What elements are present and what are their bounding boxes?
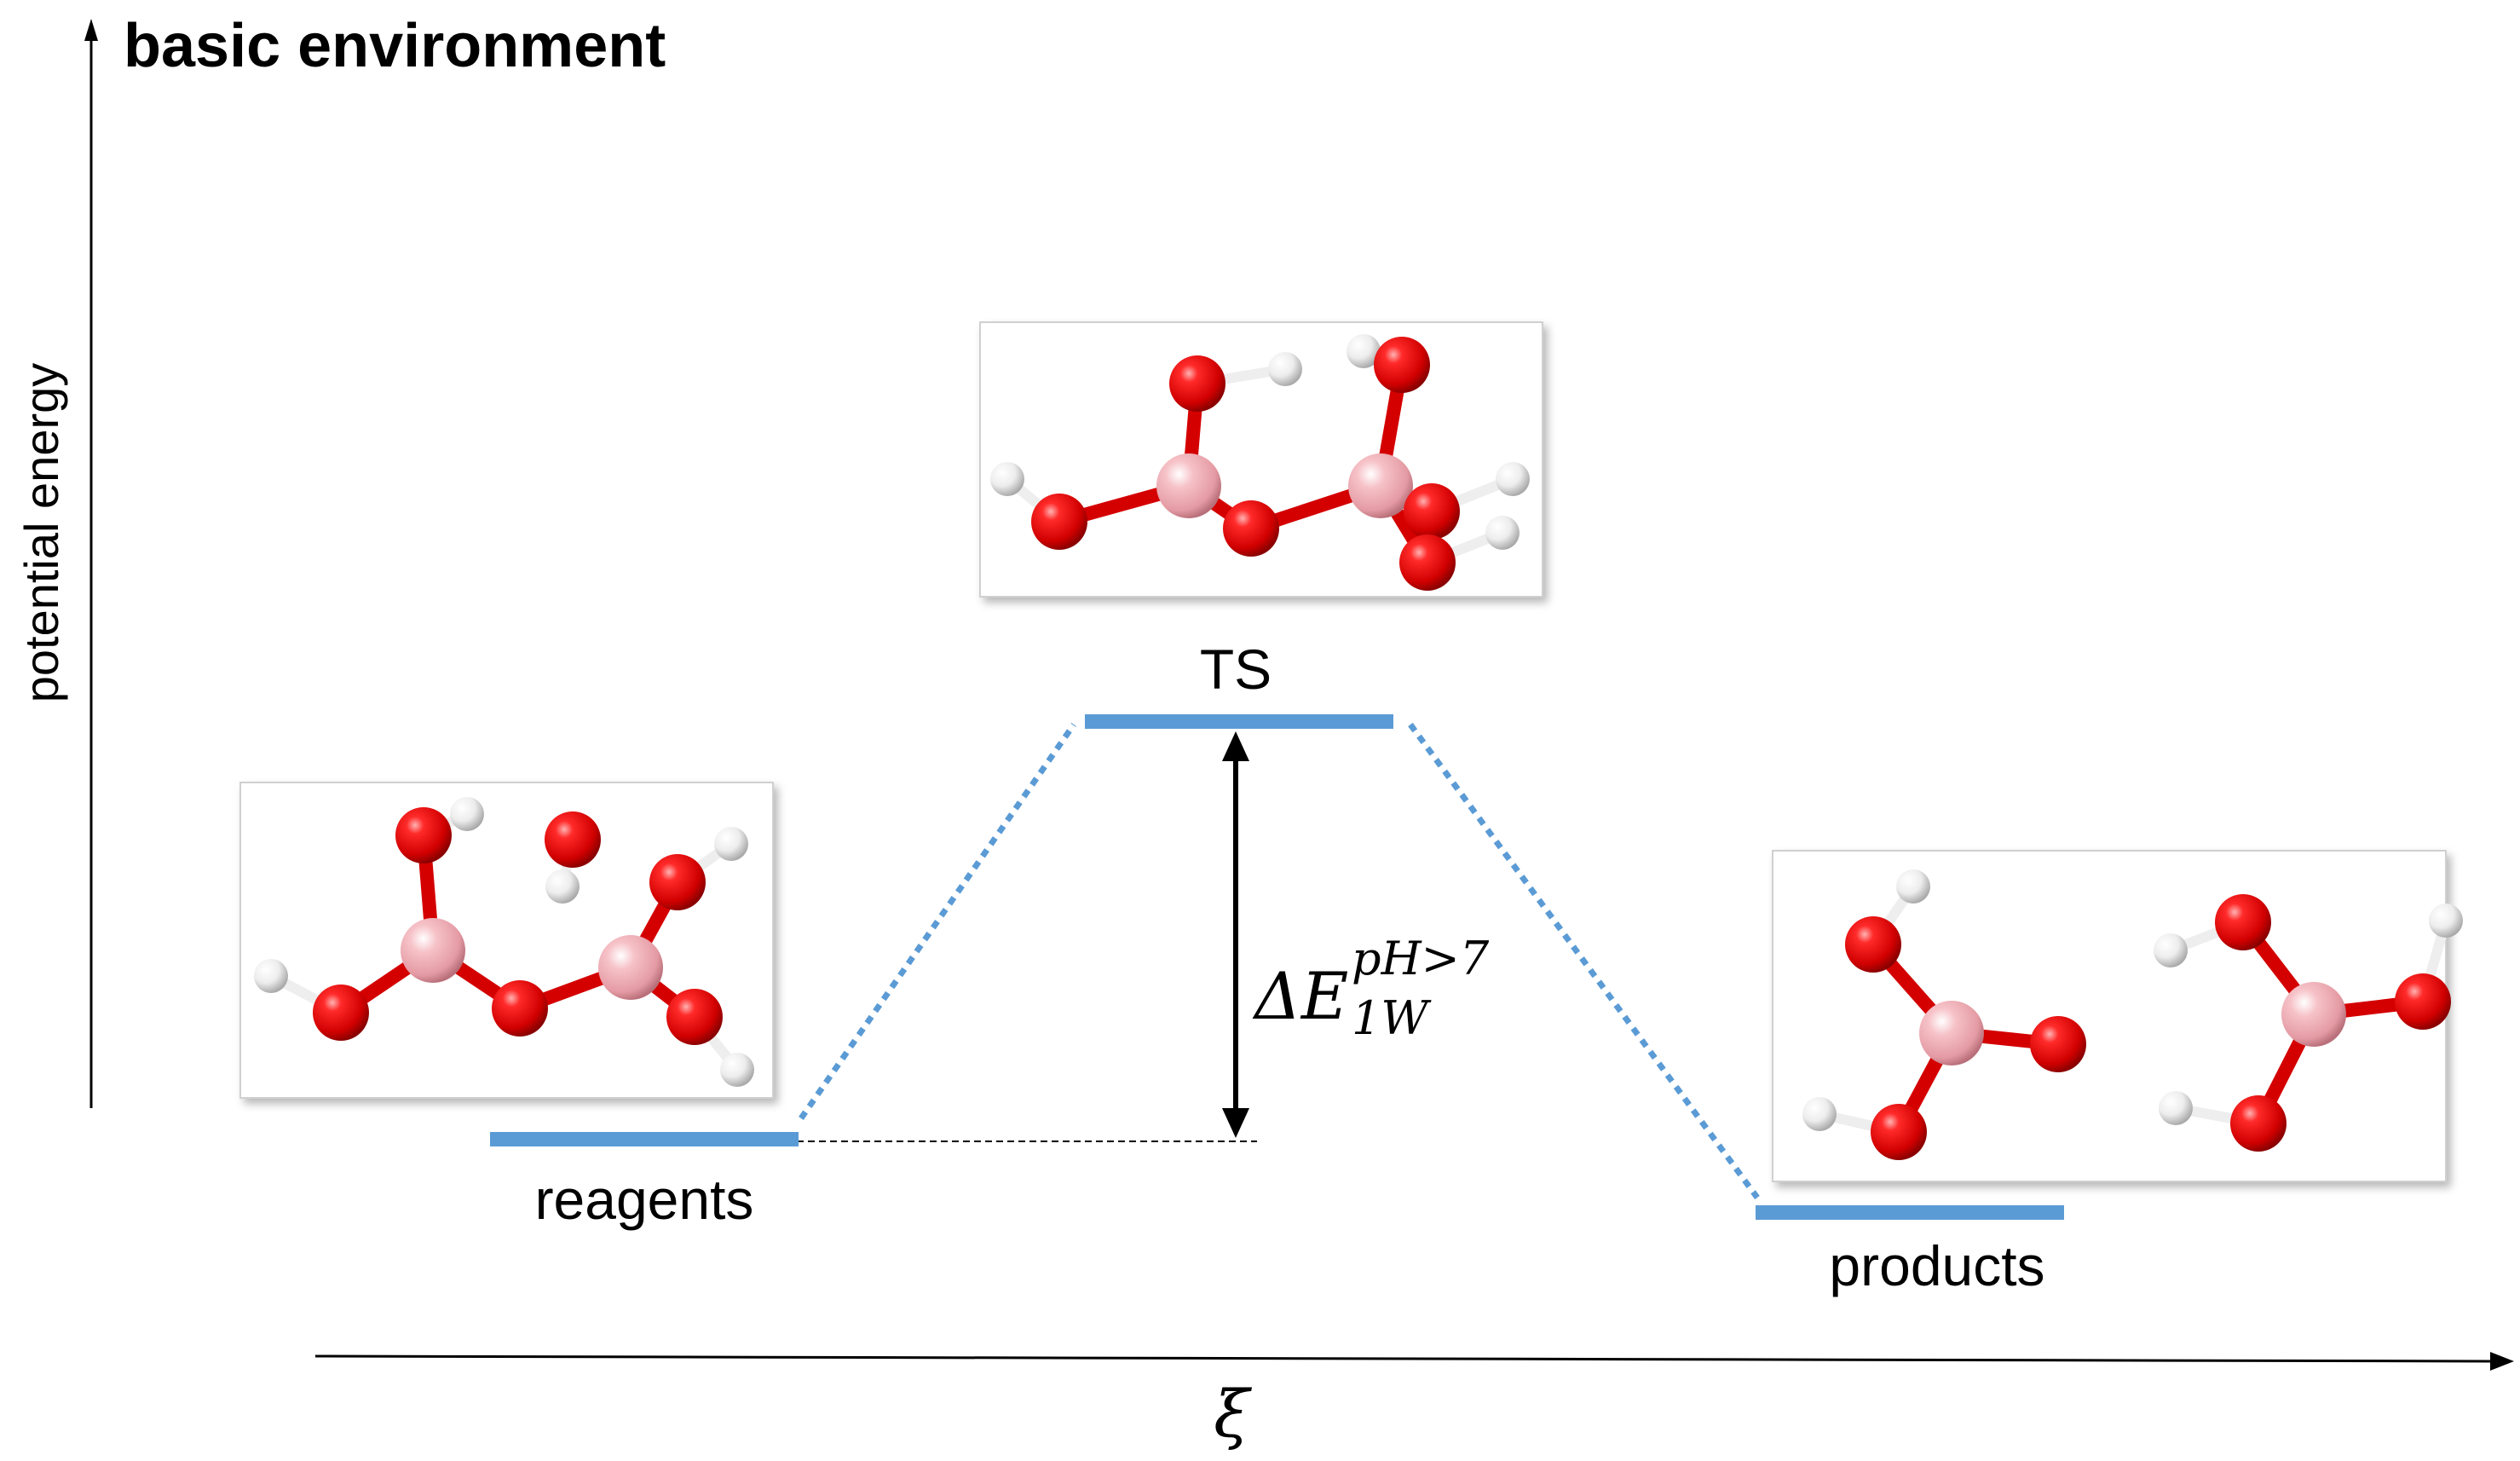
products-molecule-image bbox=[1802, 869, 2463, 1160]
energy-subscript: 1W bbox=[1352, 991, 1432, 1045]
arrow-up-icon bbox=[1222, 731, 1249, 761]
arrow-down-icon bbox=[1222, 1108, 1249, 1138]
reagents-molecule-image bbox=[254, 797, 754, 1087]
energy-difference-label: ΔE pH>7 1W bbox=[1252, 932, 1490, 1045]
x-axis-arrow-icon bbox=[2490, 1352, 2514, 1371]
products-molecule-panel bbox=[1772, 850, 2463, 1182]
diagram-title: basic environment bbox=[124, 12, 666, 80]
energy-delta-symbol: ΔE bbox=[1252, 958, 1348, 1034]
ts-molecule-image bbox=[990, 334, 1530, 591]
y-axis-arrow-icon bbox=[84, 19, 98, 41]
x-axis bbox=[314, 1352, 2514, 1371]
reagents-label: reagents bbox=[535, 1168, 754, 1231]
products-label: products bbox=[1829, 1234, 2044, 1297]
ts-to-products-path bbox=[1408, 722, 1760, 1200]
reagents-molecule-panel bbox=[239, 782, 774, 1099]
y-axis bbox=[84, 19, 98, 1108]
products-level bbox=[1756, 1205, 2064, 1220]
reagents-level bbox=[490, 1132, 799, 1146]
ts-level bbox=[1085, 714, 1393, 729]
ts-molecule-panel bbox=[979, 321, 1543, 598]
reagents-to-ts-path bbox=[799, 723, 1076, 1120]
y-axis-label: potential energy bbox=[14, 363, 68, 703]
ts-label: TS bbox=[1200, 638, 1272, 701]
energy-superscript: pH>7 bbox=[1352, 932, 1490, 985]
energy-gap-arrow bbox=[1222, 731, 1249, 1138]
x-axis-label: ξ bbox=[1214, 1376, 1252, 1452]
